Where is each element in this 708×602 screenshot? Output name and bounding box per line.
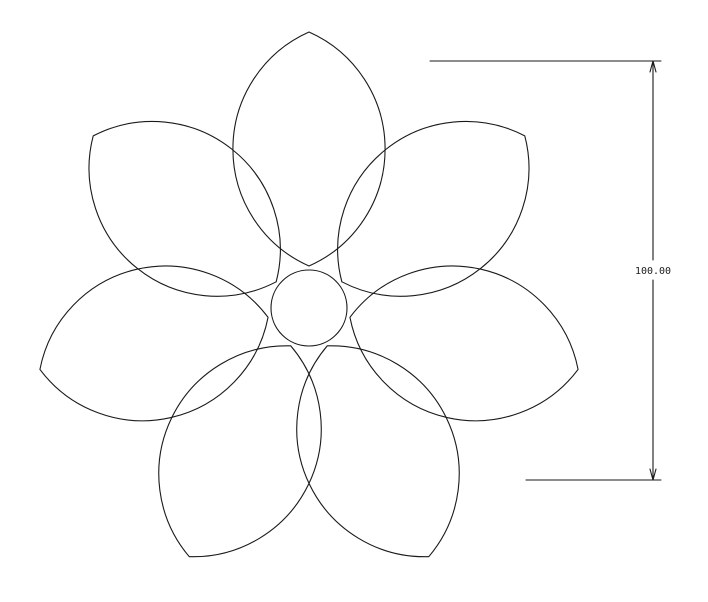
petal	[296, 345, 460, 558]
center-circle	[270, 269, 348, 347]
petal	[158, 345, 322, 558]
dimension-arrow-top	[649, 60, 657, 73]
petal	[349, 265, 579, 422]
petal	[232, 31, 386, 267]
petal	[337, 120, 530, 297]
petals-group	[39, 31, 579, 558]
flower-shape	[39, 31, 579, 558]
petal	[88, 120, 281, 297]
dimension-value: 100.00	[635, 266, 671, 277]
petal	[39, 265, 269, 422]
dimension-arrow-bottom	[649, 468, 657, 481]
vertical-dimension: 100.00	[429, 60, 671, 481]
